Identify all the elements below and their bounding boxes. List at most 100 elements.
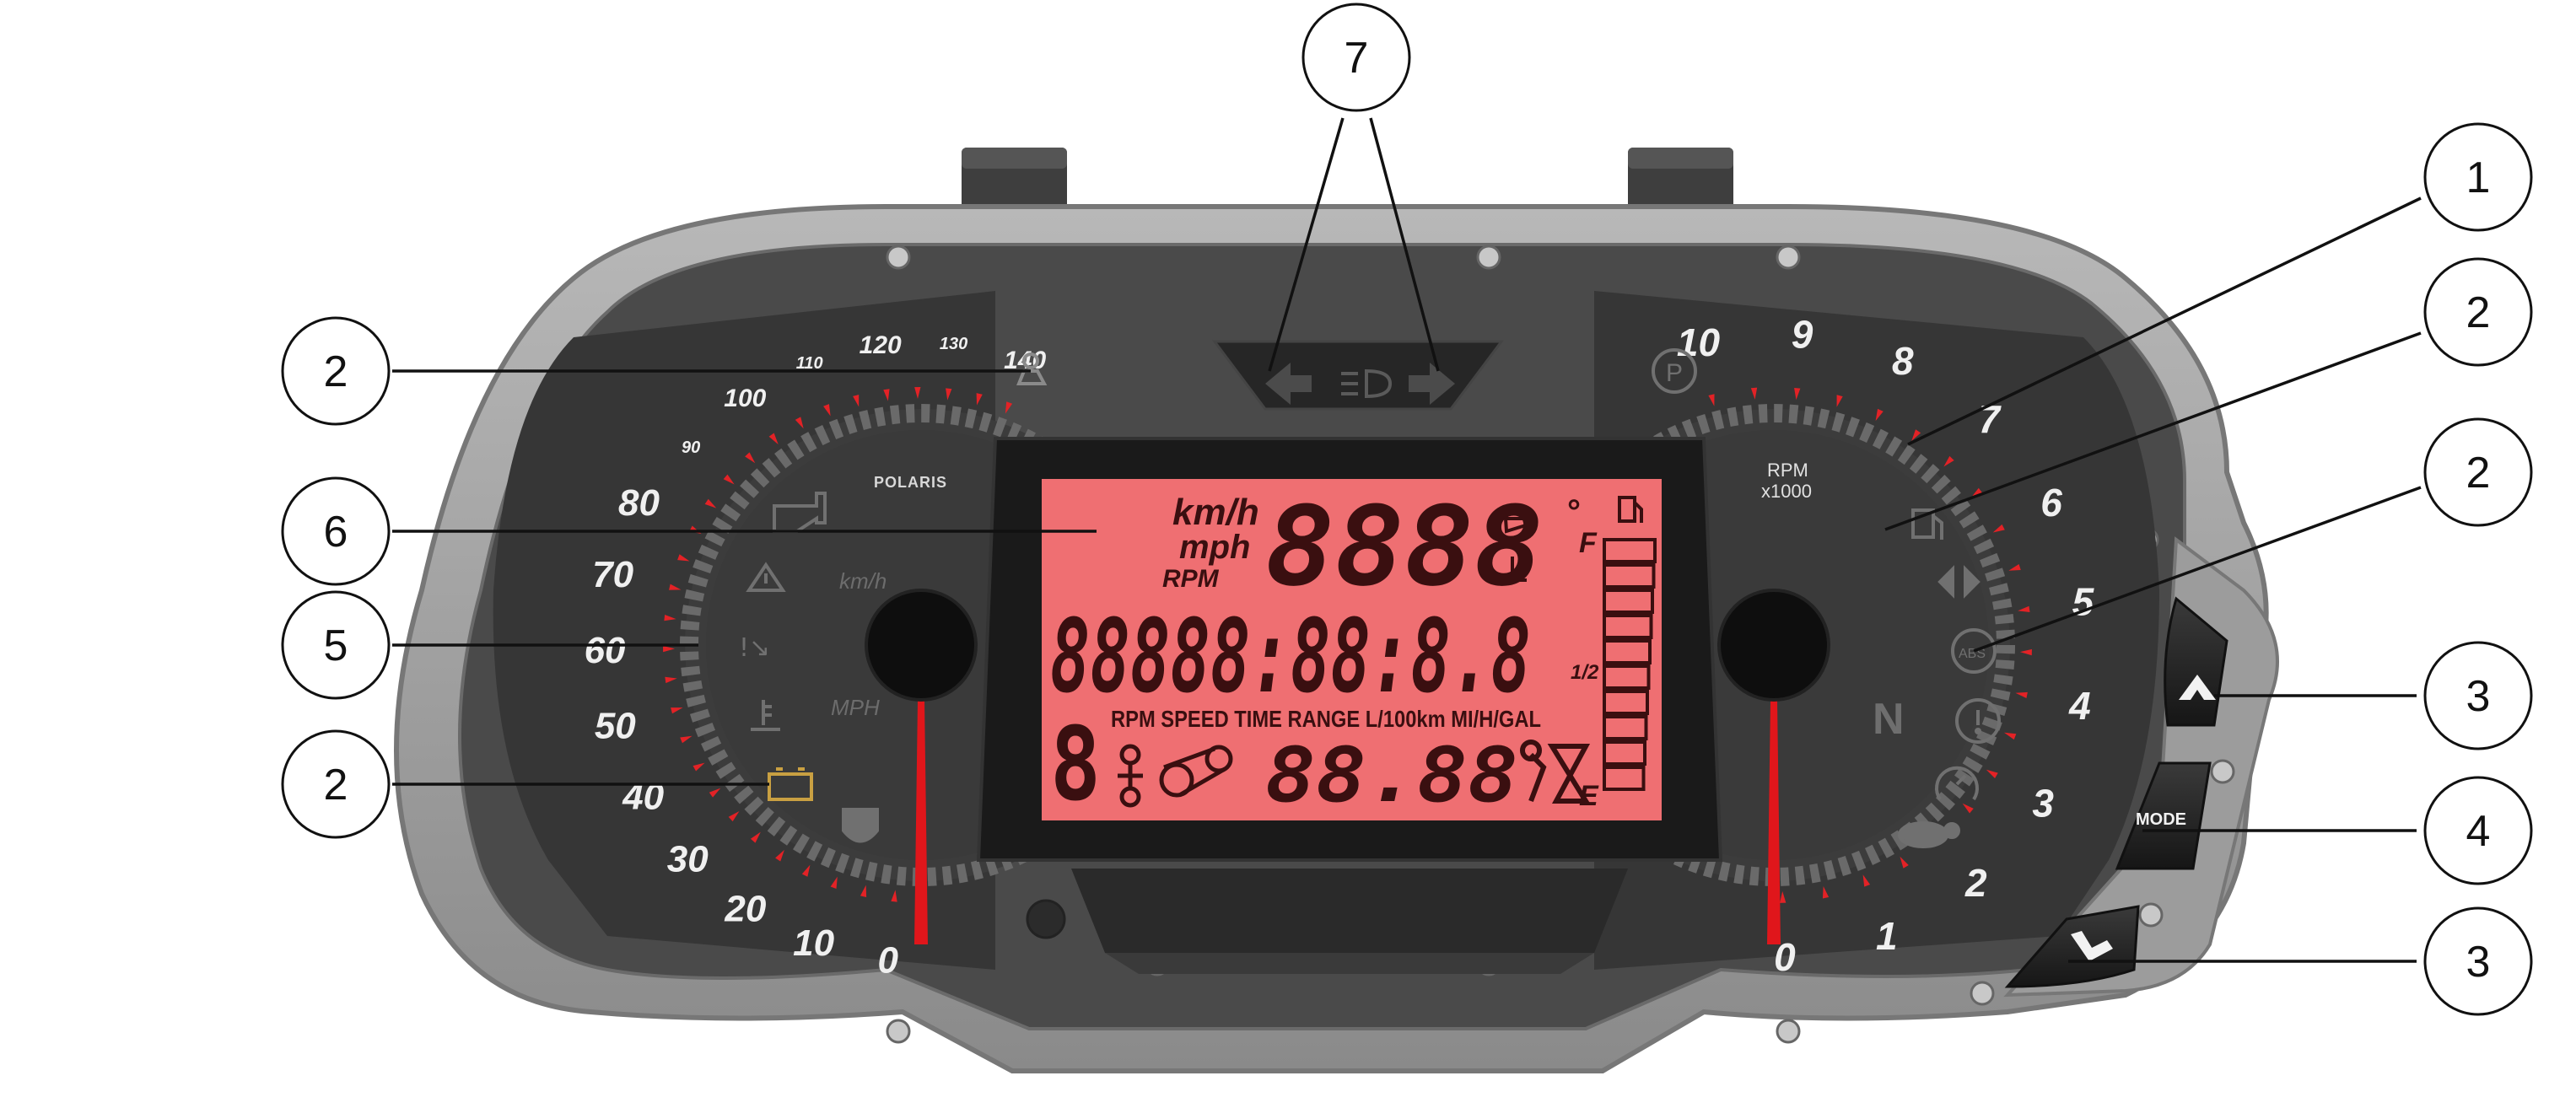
lcd-hourglass-icon (1547, 744, 1591, 804)
tachometer-tick (1911, 429, 1921, 441)
callouts: 7 1 2 2 3 4 3 2 (281, 3, 2533, 1016)
speedometer-tick (745, 452, 756, 464)
speedometer-tick (669, 584, 682, 590)
callout-6: 6 (281, 476, 391, 586)
up-button[interactable] (2164, 596, 2228, 727)
speedometer-tick (680, 735, 693, 744)
svg-text:5: 5 (324, 621, 348, 670)
speedometer-tick (775, 849, 784, 862)
neutral-indicator: N (1873, 695, 1905, 744)
speedometer-tick (946, 388, 952, 401)
svg-text:2: 2 (2466, 288, 2491, 337)
lcd-unit-kmh: km/h (1172, 492, 1259, 533)
speedometer-tick (723, 474, 735, 485)
lcd-unit-mph: mph (1179, 529, 1250, 566)
speedometer-tick (665, 676, 677, 684)
callout-4: 4 (2423, 776, 2533, 885)
fuel-bar-segment (1603, 664, 1651, 690)
tachometer-tick (2003, 732, 2017, 740)
callout-5: 5 (281, 590, 391, 700)
speedometer-tick (823, 404, 831, 417)
svg-text:2: 2 (2466, 449, 2491, 498)
speedometer-label-50: 50 (595, 706, 636, 747)
speedometer-tick (795, 417, 804, 429)
svg-text:3: 3 (2466, 938, 2491, 987)
tachometer-needle (1717, 589, 1830, 944)
speedometer-tick (1005, 401, 1013, 414)
tachometer-tick (1780, 890, 1786, 903)
low-fuel-icon (1911, 508, 1943, 540)
fuel-bar-segment (1603, 690, 1649, 715)
down-button[interactable] (2004, 905, 2140, 988)
tachometer-label-5: 5 (2072, 580, 2095, 624)
lcd-oil-icon (1503, 517, 1531, 534)
lcd-temperature-icon (1501, 557, 1527, 582)
lcd-belt-drive-icon (1159, 745, 1233, 798)
lcd-unit-rpm: RPM (1162, 565, 1220, 593)
speedometer-tick (709, 788, 721, 798)
engine-speed-warning-icon (1935, 766, 1979, 801)
lcd-fuel-full-label: F (1579, 527, 1598, 559)
speedometer-needle (865, 589, 978, 944)
tachometer-tick (1836, 395, 1843, 407)
tachometer-tick (1875, 408, 1883, 422)
svg-text:!↘: !↘ (739, 633, 770, 663)
speedometer-label-0: 0 (878, 939, 899, 981)
lcd-service-wrench-icon (1520, 740, 1547, 803)
tachometer-tick (2018, 605, 2030, 613)
speedometer-tick (677, 554, 690, 562)
parking-brake-icon: P (1652, 348, 1697, 394)
headlight-icon (1341, 368, 1393, 399)
svg-text:2: 2 (324, 347, 348, 396)
speedometer-tick (883, 389, 890, 401)
callout-1: 1 (2423, 122, 2533, 232)
tachometer-tick (1822, 886, 1830, 899)
left-turn-signal-icon (1265, 363, 1312, 405)
fuel-bar-segment (1603, 715, 1648, 740)
tachometer-tick (1943, 455, 1954, 467)
fuel-bar-segment (1603, 563, 1656, 589)
speedometer-label-10: 10 (793, 922, 834, 964)
lcd-left-digit: 8 (1050, 707, 1101, 824)
speedometer-label-60: 60 (585, 630, 626, 671)
fuel-bar-segment (1603, 538, 1657, 563)
lcd-top-digits: 8888 (1265, 482, 1544, 610)
speedometer-label-70: 70 (592, 554, 633, 595)
speedometer-label-130: 130 (940, 335, 967, 353)
tachometer-label-1: 1 (1876, 914, 1898, 958)
battery-icon (768, 767, 813, 801)
tachometer-label-9: 9 (1792, 313, 1813, 357)
chevron-down-icon (2071, 931, 2113, 961)
speedometer-tick (693, 762, 705, 772)
fuel-bar-segment (1603, 614, 1653, 639)
lcd-drive-mode-icon (1118, 744, 1143, 808)
speedometer-label-120: 120 (860, 331, 902, 359)
speedometer-tick (801, 864, 811, 877)
turtle-mode-icon (1898, 821, 1960, 848)
right-turn-signal-icon (1409, 363, 1455, 405)
brake-warning-icon (1955, 698, 2001, 744)
speedometer-tick (671, 707, 683, 714)
lcd-bottom-digits: 88.88 (1265, 731, 1518, 820)
speedometer-tick (768, 433, 779, 445)
speedometer-tick (664, 614, 676, 621)
svg-text:3: 3 (2466, 672, 2491, 721)
callout-2-right-top: 2 (2423, 257, 2533, 367)
callout-3-bottom: 3 (2423, 906, 2533, 1016)
fuel-bar-segment (1603, 740, 1646, 766)
speedometer-unit-mph: MPH (831, 695, 880, 720)
speedometer-tick (728, 811, 740, 822)
speedometer-label-30: 30 (667, 838, 709, 879)
tachometer-label-3: 3 (2032, 781, 2054, 825)
callout-7: 7 (1301, 3, 1411, 112)
svg-text:7: 7 (1345, 34, 1369, 83)
mode-button[interactable]: MODE (2115, 761, 2212, 870)
callout-2-right-mid: 2 (2423, 417, 2533, 527)
indicator-pod (1212, 340, 1504, 411)
brand-logo: POLARIS (874, 474, 947, 491)
speedometer-label-20: 20 (724, 888, 766, 929)
speedometer-tick (860, 885, 867, 898)
fuel-bar-segment (1603, 766, 1646, 791)
speedometer-label-40: 40 (622, 777, 664, 818)
